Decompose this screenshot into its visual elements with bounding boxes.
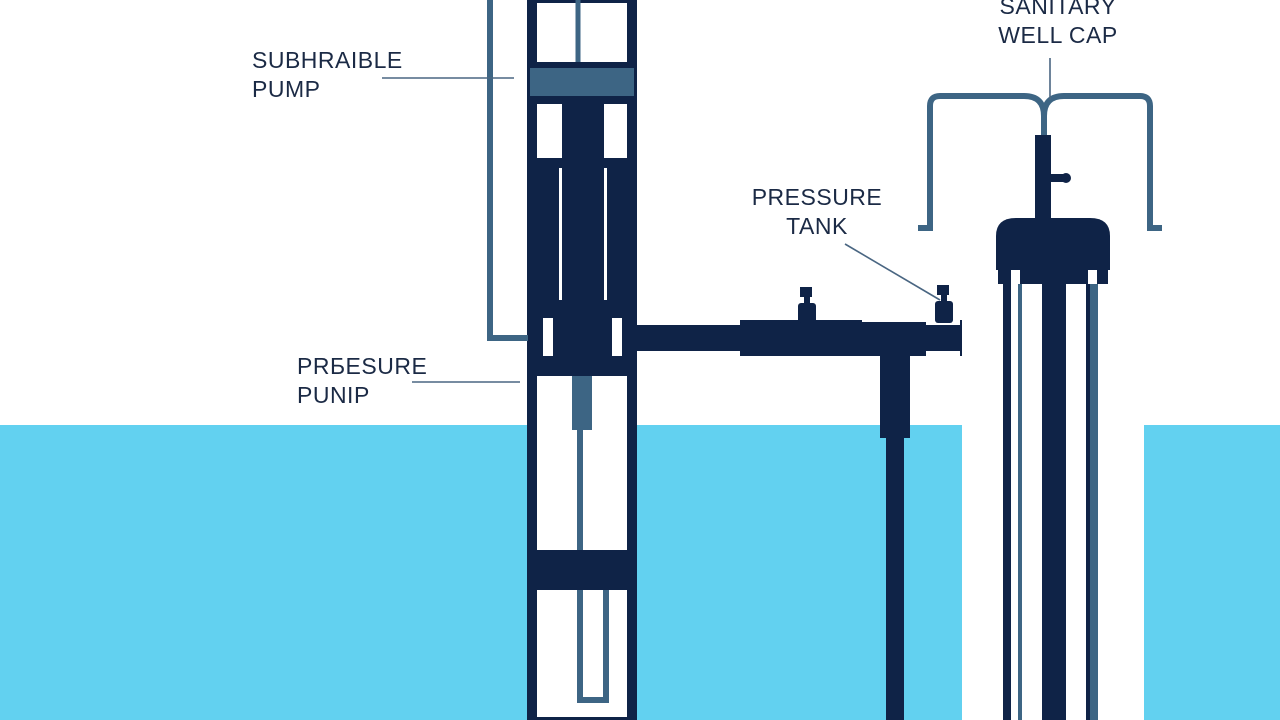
label-sanitary-well-cap-line1: SANITARY [999, 0, 1117, 19]
label-pressure-pump-line2: PUNIP [297, 382, 370, 408]
label-submersible-pump-line2: PUMP [252, 76, 321, 102]
leader-line-pressure-tank [844, 243, 941, 301]
label-pressure-tank-line1: PRESSURE [751, 184, 883, 210]
label-submersible-pump: SUBHRAIBLE PUMP [252, 46, 403, 104]
water-body-right [1144, 425, 1280, 720]
submersible-pump [530, 62, 634, 304]
discharge-line [636, 320, 1010, 356]
drop-pipe-stub [572, 376, 592, 430]
branch-drop-pipe [880, 354, 910, 720]
label-sanitary-well-cap: SANITARY WELL CAP [978, 0, 1138, 50]
label-pressure-tank-line2: TANK [786, 213, 848, 239]
valve-icon [935, 285, 953, 323]
valve-icon [798, 287, 816, 323]
label-sanitary-well-cap-line2: WELL CAP [998, 22, 1118, 48]
water-body-left [0, 425, 962, 720]
label-pressure-pump: PRБESURE PUNIP [297, 352, 427, 410]
pressure-tank [962, 218, 1144, 720]
label-pressure-tank: PRESSURE TANK [742, 183, 892, 241]
casing-coupling [533, 550, 631, 590]
sanitary-well-cap [918, 93, 1162, 231]
label-submersible-pump-line1: SUBHRAIBLE [252, 47, 403, 73]
label-pressure-pump-line1: PRБESURE [297, 353, 428, 379]
pressure-pump [528, 292, 636, 376]
outer-supply-pipe [487, 0, 532, 341]
